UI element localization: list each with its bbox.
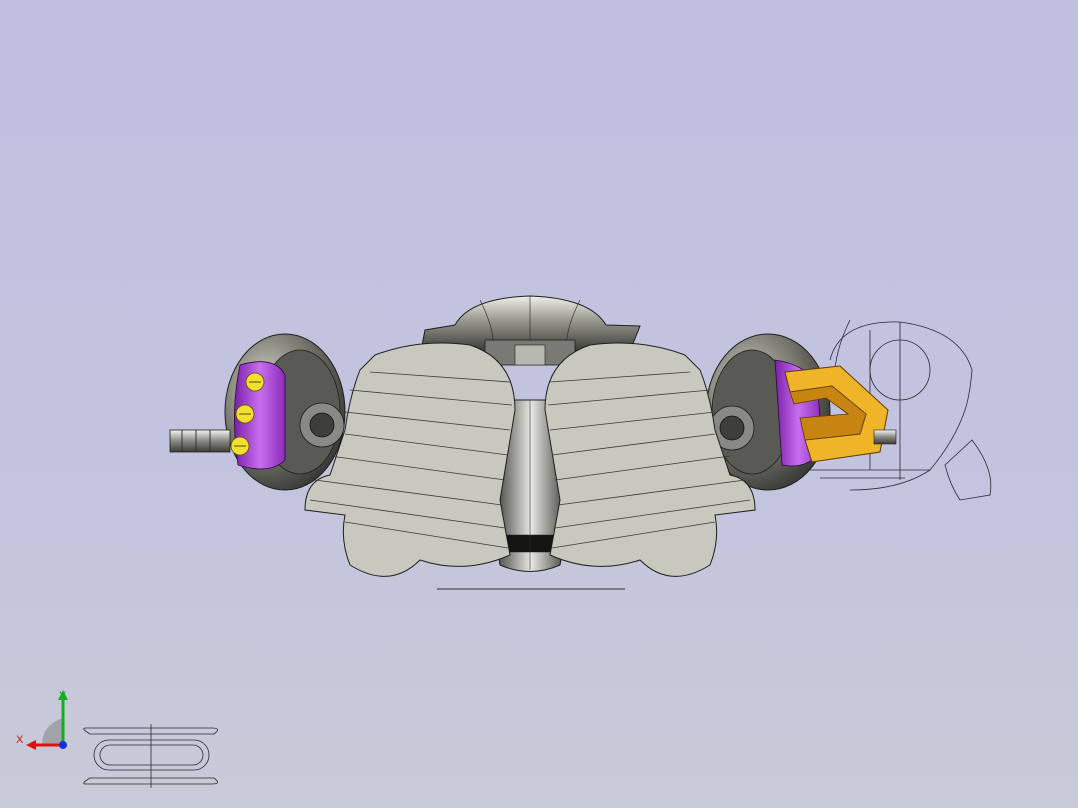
bolt-shaft	[169, 429, 231, 453]
x-axis-label: X	[16, 734, 24, 746]
screw-icon	[235, 404, 255, 424]
y-axis-label: Y	[59, 690, 67, 702]
wireframe-sketch	[810, 319, 992, 501]
right-wing-panel[interactable]	[544, 342, 756, 577]
section-view-icon[interactable]	[83, 724, 218, 788]
screw-icon	[245, 372, 265, 392]
coordinate-triad-icon[interactable]: Y X	[16, 690, 68, 750]
left-wheel-pod[interactable]	[169, 333, 346, 491]
left-wing-panel[interactable]	[304, 342, 516, 577]
right-wheel-pod[interactable]	[705, 333, 897, 491]
clamp-bracket[interactable]	[784, 365, 897, 463]
screw-icon	[230, 436, 250, 456]
